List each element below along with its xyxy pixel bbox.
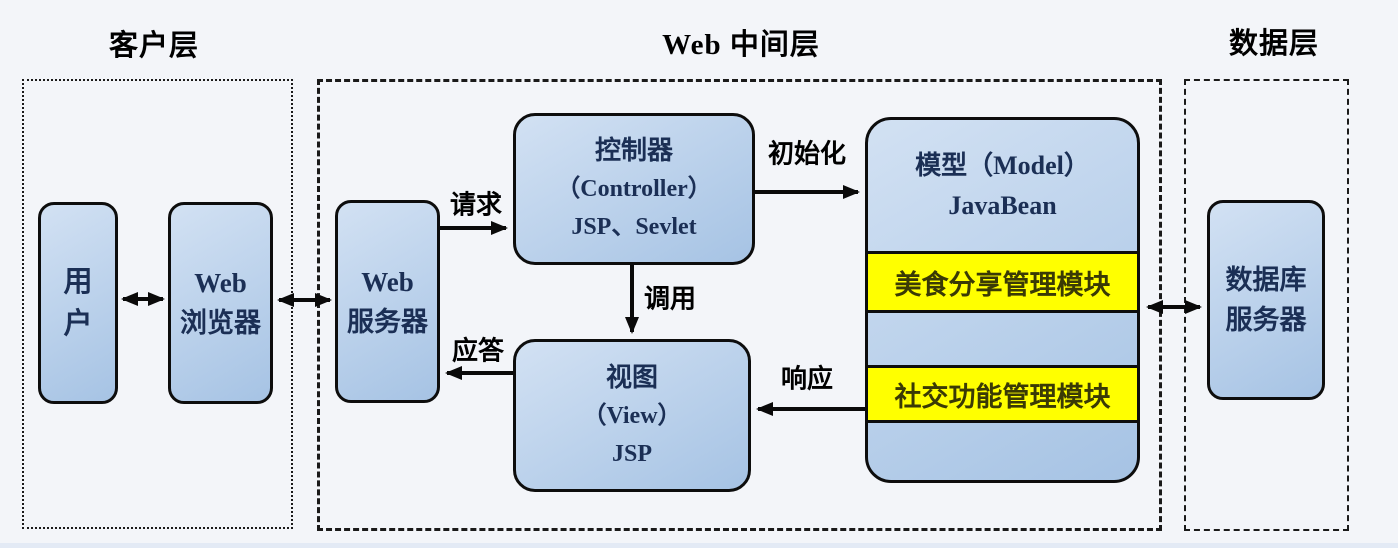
- arrow-label-request: 请求: [449, 190, 503, 220]
- node-view-label-3: JSP: [611, 440, 652, 467]
- node-model-label-1: 模型（Model）: [915, 150, 1090, 180]
- node-user-label-2: 户: [63, 308, 93, 340]
- node-database-server: 数据库 服务器: [1207, 200, 1325, 400]
- node-view-label-2: （View）: [582, 402, 682, 429]
- node-database-server-label-2: 服务器: [1225, 305, 1307, 335]
- node-web-browser-label-1: Web: [194, 268, 247, 298]
- node-view-label-1: 视图: [605, 362, 658, 392]
- node-web-server-label-2: 服务器: [347, 306, 428, 337]
- node-model: 模型（Model） JavaBean 美食分享管理模块 社交功能管理模块: [865, 117, 1140, 483]
- node-controller-label-2: （Controller）: [556, 176, 712, 202]
- node-user: 用 户: [38, 202, 118, 404]
- node-controller-label-1: 控制器: [594, 136, 673, 165]
- node-controller: 控制器 （Controller） JSP、Sevlet: [513, 113, 755, 265]
- arrow-label-respond: 响应: [780, 364, 834, 394]
- node-model-header: 模型（Model） JavaBean: [868, 120, 1137, 251]
- node-database-server-label-1: 数据库: [1225, 265, 1307, 295]
- arrow-label-reply: 应答: [451, 336, 505, 366]
- node-user-label-1: 用: [63, 266, 93, 298]
- module-food-sharing-management: 美食分享管理模块: [868, 251, 1137, 313]
- node-web-server: Web 服务器: [335, 200, 440, 403]
- node-view: 视图 （View） JSP: [513, 339, 751, 492]
- arrow-label-initialize: 初始化: [767, 139, 847, 169]
- node-web-browser-label-2: 浏览器: [180, 308, 261, 338]
- data-layer-title: 数据层: [1228, 28, 1320, 60]
- node-controller-label-3: JSP、Sevlet: [571, 214, 697, 240]
- model-gap-band: [868, 313, 1137, 365]
- node-web-browser: Web 浏览器: [168, 202, 273, 404]
- arrow-label-invoke: 调用: [643, 284, 697, 314]
- web-middle-layer-title: Web 中间层: [662, 29, 820, 61]
- client-layer-title: 客户层: [108, 30, 200, 62]
- node-web-server-label-1: Web: [361, 266, 414, 297]
- bottom-edge-strip: [0, 543, 1398, 548]
- node-model-label-2: JavaBean: [948, 190, 1057, 220]
- module-social-function-management: 社交功能管理模块: [868, 365, 1137, 423]
